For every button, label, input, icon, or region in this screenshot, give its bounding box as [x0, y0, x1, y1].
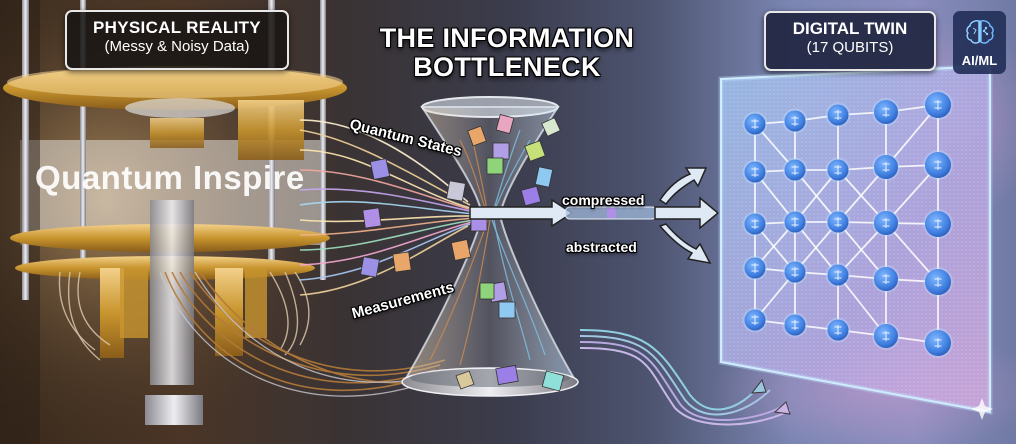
page-title: THE INFORMATION BOTTLENECK	[372, 24, 642, 81]
qubit-node	[742, 159, 768, 185]
qubit-node	[923, 328, 953, 358]
qubit-node	[825, 102, 851, 128]
data-packet-icons	[360, 113, 565, 392]
qubit-node	[742, 307, 768, 333]
quantum-computer-cryostat	[3, 0, 451, 425]
qubit-node	[872, 322, 900, 350]
qubit-node	[782, 108, 808, 134]
qubit-node	[742, 211, 768, 237]
qubit-glyph-icon	[751, 219, 759, 229]
qubit-glyph-icon	[882, 274, 890, 284]
qubit-glyph-icon	[834, 110, 842, 120]
qubit-node	[782, 209, 808, 235]
qubit-glyph-icon	[751, 167, 759, 177]
qubit-node	[825, 157, 851, 183]
physical-reality-heading: PHYSICAL REALITY	[93, 18, 261, 37]
qubit-node	[825, 317, 851, 343]
qubit-node	[923, 209, 953, 239]
qubit-node	[872, 265, 900, 293]
bottleneck-hourglass	[401, 96, 579, 397]
qubit-glyph-icon	[934, 160, 942, 170]
qubit-edge	[794, 221, 839, 276]
digital-twin-label: DIGITAL TWIN (17 QUBITS)	[764, 11, 936, 71]
qubit-nodes	[742, 90, 953, 358]
physical-reality-label: PHYSICAL REALITY (Messy & Noisy Data)	[65, 10, 289, 70]
qubit-edge	[794, 169, 839, 223]
qubit-node	[872, 209, 900, 237]
digital-twin-subheading: (17 QUBITS)	[806, 38, 894, 56]
qubit-edge	[885, 104, 939, 168]
qubit-glyph-icon	[834, 270, 842, 280]
qubit-glyph-icon	[751, 315, 759, 325]
qubit-edge	[837, 166, 887, 223]
qubit-glyph-icon	[751, 263, 759, 273]
abstracted-label: abstracted	[566, 239, 637, 255]
compressed-beam	[469, 198, 658, 228]
qubit-glyph-icon	[791, 267, 799, 277]
title-line-1: THE INFORMATION	[379, 23, 635, 53]
signal-streams	[299, 119, 477, 296]
qubit-glyph-icon	[934, 277, 942, 287]
qubit-glyph-icon	[791, 217, 799, 227]
qubit-glyph-icon	[882, 331, 890, 341]
brain-icon	[966, 20, 994, 44]
qubit-edge	[837, 221, 887, 280]
qubit-node	[923, 150, 953, 180]
title-line-2: BOTTLENECK	[413, 51, 601, 82]
qubit-node	[825, 209, 851, 235]
qubit-glyph-icon	[882, 162, 890, 172]
output-arrows	[654, 167, 720, 265]
qubit-glyph-icon	[882, 107, 890, 117]
quantum-inspire-logo: Quantum Inspire	[35, 159, 305, 196]
qubit-glyph-icon	[834, 217, 842, 227]
qubit-node	[923, 90, 953, 120]
qubit-glyph-icon	[791, 116, 799, 126]
qubit-glyph-icon	[834, 165, 842, 175]
qubit-edge	[754, 171, 796, 223]
qubit-node	[872, 98, 900, 126]
aiml-badge: AI/ML	[953, 11, 1006, 74]
aiml-label: AI/ML	[961, 53, 998, 68]
qubit-edge	[837, 274, 887, 337]
compressed-label: compressed	[562, 192, 645, 208]
qubit-glyph-icon	[934, 338, 942, 348]
qubit-edge	[885, 222, 939, 283]
qubit-glyph-icon	[791, 320, 799, 330]
qubit-node	[782, 259, 808, 285]
qubit-node	[782, 312, 808, 338]
digital-twin-heading: DIGITAL TWIN	[792, 19, 908, 38]
qubit-glyph-icon	[791, 165, 799, 175]
physical-reality-subheading: (Messy & Noisy Data)	[104, 37, 250, 55]
qubit-glyph-icon	[834, 325, 842, 335]
qubit-glyph-icon	[934, 219, 942, 229]
qubit-node	[742, 255, 768, 281]
qubit-node	[742, 111, 768, 137]
qubit-node	[825, 262, 851, 288]
qubit-glyph-icon	[751, 119, 759, 129]
qubit-edge	[794, 221, 839, 273]
qubit-node	[923, 267, 953, 297]
qubit-node	[872, 153, 900, 181]
qubit-node	[782, 157, 808, 183]
qubit-glyph-icon	[934, 100, 942, 110]
qubit-glyph-icon	[882, 218, 890, 228]
